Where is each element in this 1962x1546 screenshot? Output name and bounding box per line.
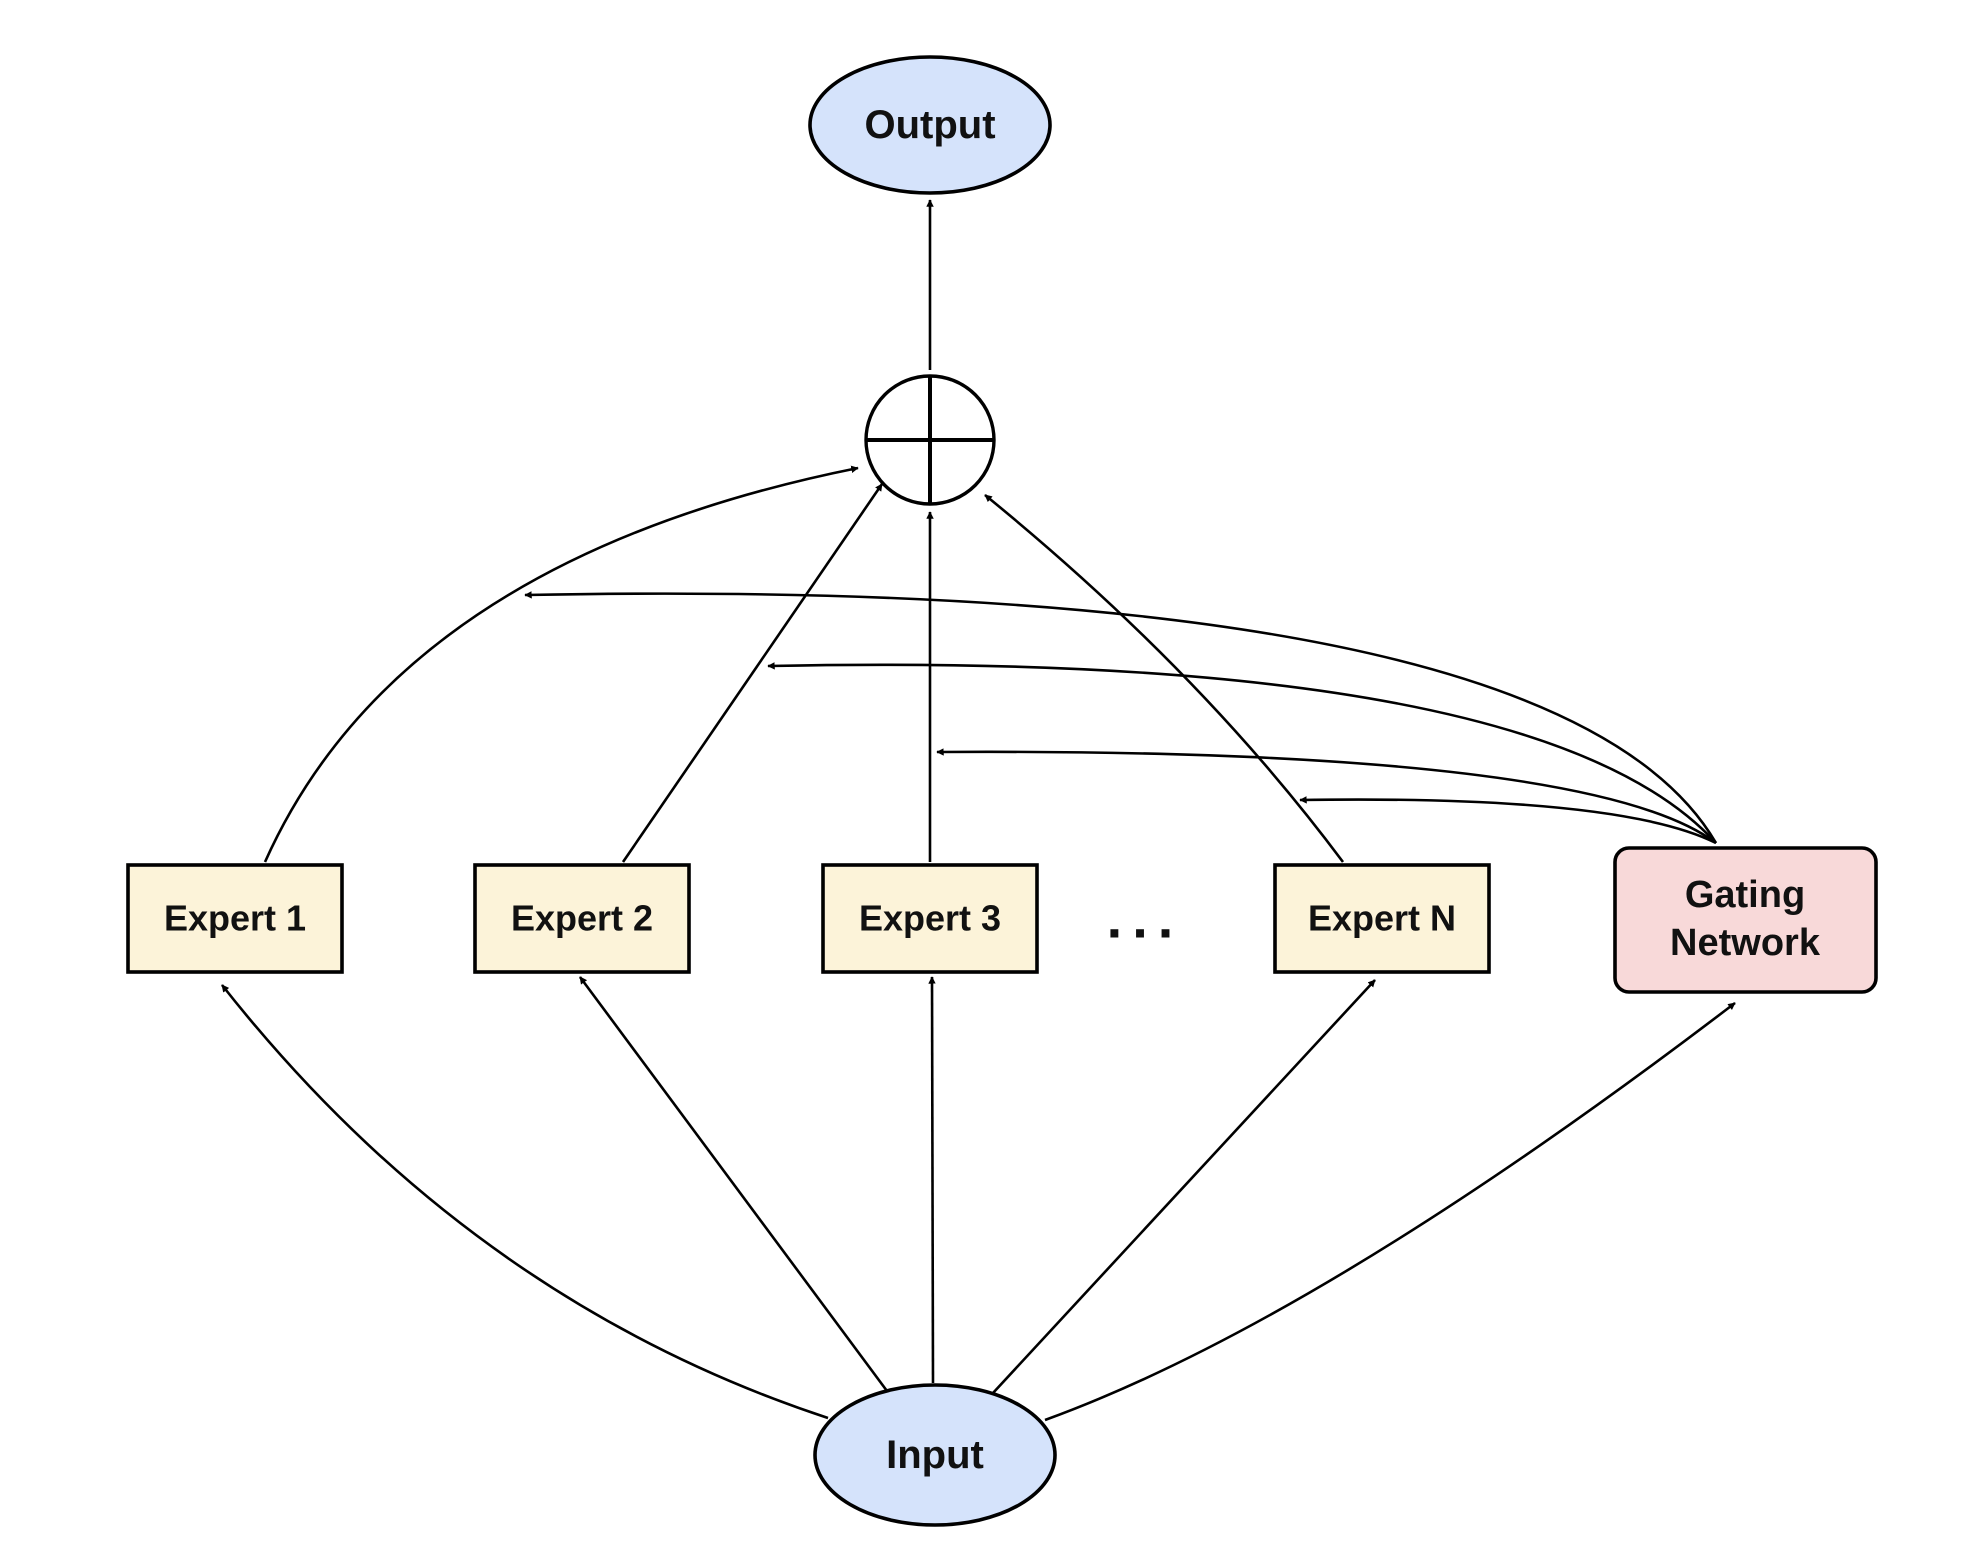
edges [220, 199, 1736, 1422]
ellipsis-label: ... [1107, 887, 1184, 950]
input-ellipse [813, 1383, 1057, 1527]
expert-box-2 [473, 863, 691, 974]
sum-node [864, 374, 996, 506]
edge-input-to-expert1 [220, 984, 829, 1420]
edge-expert1-to-sum [263, 465, 859, 863]
edge-expertN-to-sum [984, 493, 1345, 863]
input-label: Input [886, 1433, 984, 1477]
expert-label-2: Expert 2 [511, 898, 653, 939]
gating-network-box [1613, 846, 1878, 994]
gating-network-node: Gating Network [1613, 846, 1878, 994]
expert-box-3 [821, 863, 1039, 974]
edge-gating-to-expert2-link [767, 662, 1717, 844]
input-node: Input [813, 1383, 1057, 1527]
gating-network-label-line2: Network [1670, 922, 1821, 964]
edge-input-to-expert3 [928, 976, 936, 1384]
expert-label-3: Expert 3 [859, 898, 1001, 939]
edge-input-to-expertN [992, 979, 1376, 1394]
edge-gating-to-expertN-link [1299, 796, 1717, 845]
edge-input-to-expert2 [578, 976, 889, 1392]
expert-node-n: Expert N [1273, 863, 1491, 974]
edge-input-to-gating [1044, 1001, 1736, 1422]
gating-network-label-line1: Gating [1685, 874, 1805, 916]
edge-expert2-to-sum [621, 483, 884, 863]
edge-gating-to-expert3-link [936, 748, 1717, 845]
expert-box-n [1273, 863, 1491, 974]
output-ellipse [808, 55, 1052, 195]
expert-node-2: Expert 2 [473, 863, 691, 974]
expert-label-1: Expert 1 [164, 898, 306, 939]
expert-label-n: Expert N [1308, 898, 1456, 939]
edge-gating-to-expert1-link [524, 591, 1718, 844]
output-node: Output [808, 55, 1052, 195]
expert-node-1: Expert 1 [126, 863, 344, 974]
output-label: Output [864, 103, 995, 147]
expert-box-1 [126, 863, 344, 974]
expert-node-3: Expert 3 [821, 863, 1039, 974]
